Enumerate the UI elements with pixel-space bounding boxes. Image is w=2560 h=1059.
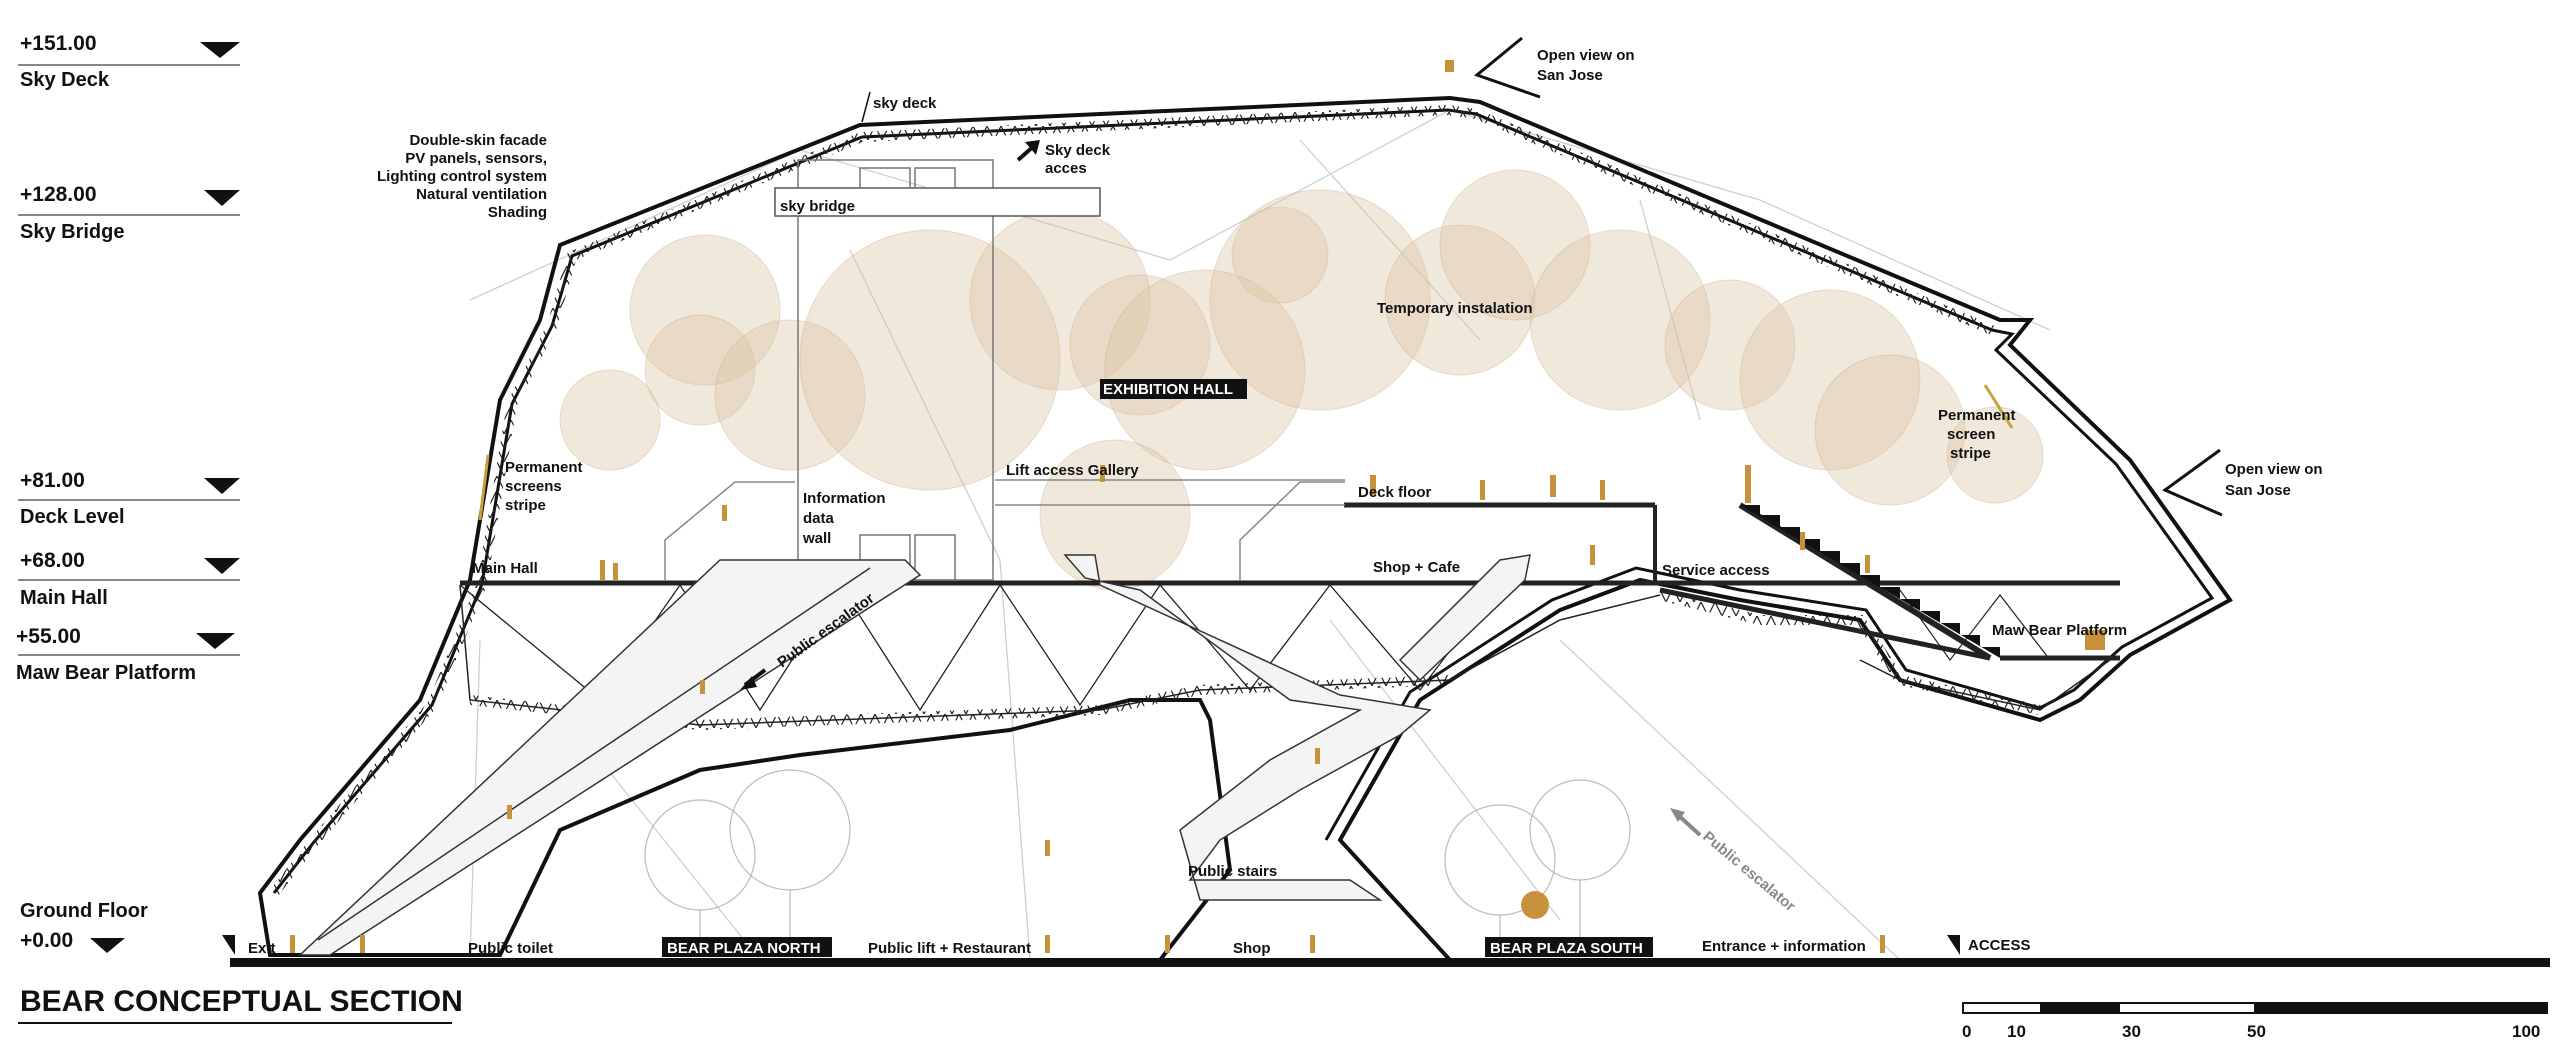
ground-line bbox=[230, 958, 2550, 967]
label-sky-deck-access-2: acces bbox=[1045, 160, 1087, 177]
label-open-view-right-1: Open view on bbox=[2225, 461, 2323, 478]
lift-core bbox=[664, 91, 1345, 581]
people-figures bbox=[290, 60, 2105, 953]
scale-tick-0: 0 bbox=[1962, 1022, 1971, 1041]
construction-lines bbox=[469, 109, 2051, 961]
label-bear-plaza-south: BEAR PLAZA SOUTH bbox=[1490, 940, 1643, 957]
label-shop-cafe: Shop + Cafe bbox=[1373, 559, 1460, 576]
label-open-view-top-2: San Jose bbox=[1537, 67, 1603, 84]
label-public-lift-restaurant: Public lift + Restaurant bbox=[868, 940, 1031, 957]
label-lift-access-gallery: Lift access Gallery bbox=[1006, 462, 1139, 479]
label-deck-floor: Deck floor bbox=[1358, 484, 1432, 501]
scale-tick-10: 10 bbox=[2007, 1022, 2026, 1041]
level-name-deck: Deck Level bbox=[20, 506, 125, 528]
label-permanent-screens-2: screens bbox=[505, 478, 562, 495]
scale-tick-50: 50 bbox=[2247, 1022, 2266, 1041]
label-sky-deck: sky deck bbox=[873, 95, 937, 112]
level-value-ground: +0.00 bbox=[20, 929, 73, 952]
level-name-maw-platform: Maw Bear Platform bbox=[16, 662, 196, 684]
label-permanent-screens-3: stripe bbox=[505, 497, 546, 514]
screen-stripe-left bbox=[478, 454, 490, 521]
svg-text:Lighting control system: Lighting control system bbox=[377, 168, 547, 185]
label-boxes bbox=[662, 379, 1653, 957]
escalators bbox=[298, 554, 1531, 956]
label-main-hall: Main Hall bbox=[472, 560, 538, 577]
label-permanent-screen-right-3: stripe bbox=[1950, 445, 1991, 462]
label-public-escalator-lower: Public escalator bbox=[1699, 828, 1798, 915]
scale-tick-100: 100 bbox=[2512, 1022, 2540, 1041]
label-sky-bridge: sky bridge bbox=[780, 198, 855, 215]
label-permanent-screens-1: Permanent bbox=[505, 459, 583, 476]
label-information-2: data bbox=[803, 510, 835, 527]
label-open-view-top-1: Open view on bbox=[1537, 47, 1635, 64]
highlight-figure bbox=[1521, 891, 1549, 919]
scale-bar bbox=[1962, 1002, 2548, 1014]
label-temporary-installation: Temporary instalation bbox=[1377, 300, 1533, 317]
plaza-trees bbox=[644, 769, 1631, 955]
label-maw-bear-platform: Maw Bear Platform bbox=[1992, 622, 2127, 639]
level-value-main-hall: +68.00 bbox=[20, 549, 85, 572]
level-value-deck: +81.00 bbox=[20, 469, 85, 492]
screen-stripe-right bbox=[1983, 384, 2014, 429]
label-public-stairs: Public stairs bbox=[1188, 863, 1277, 880]
label-information-1: Information bbox=[803, 490, 886, 507]
level-value-sky-deck: +151.00 bbox=[20, 32, 97, 55]
level-value-sky-bridge: +128.00 bbox=[20, 183, 97, 206]
installation-bubbles bbox=[559, 169, 2044, 591]
label-sky-deck-access-1: Sky deck bbox=[1045, 142, 1111, 159]
level-name-main-hall: Main Hall bbox=[20, 587, 108, 609]
label-access: ACCESS bbox=[1968, 937, 2031, 954]
svg-text:Shading: Shading bbox=[488, 204, 547, 221]
label-information-3: wall bbox=[802, 530, 831, 547]
page-title: BEAR CONCEPTUAL SECTION bbox=[20, 985, 463, 1018]
level-name-sky-bridge: Sky Bridge bbox=[20, 221, 124, 243]
label-permanent-screen-right-2: screen bbox=[1947, 426, 1995, 443]
level-name-sky-deck: Sky Deck bbox=[20, 69, 110, 91]
label-exhibition-hall: EXHIBITION HALL bbox=[1103, 381, 1233, 398]
label-entrance-information: Entrance + information bbox=[1702, 938, 1866, 955]
svg-text:Natural ventilation: Natural ventilation bbox=[416, 186, 547, 203]
level-name-ground: Ground Floor bbox=[20, 900, 148, 922]
svg-text:PV panels, sensors,: PV panels, sensors, bbox=[405, 150, 547, 167]
label-exit: Exit bbox=[248, 940, 276, 957]
label-permanent-screen-right-1: Permanent bbox=[1938, 407, 2016, 424]
label-shop: Shop bbox=[1233, 940, 1271, 957]
label-open-view-right-2: San Jose bbox=[2225, 482, 2291, 499]
level-value-maw-platform: +55.00 bbox=[16, 625, 81, 648]
direction-arrows bbox=[222, 140, 1960, 955]
label-public-toilet: Public toilet bbox=[468, 940, 553, 957]
facade-note: Double-skin facade PV panels, sensors, L… bbox=[377, 132, 547, 221]
label-bear-plaza-north: BEAR PLAZA NORTH bbox=[667, 940, 821, 957]
label-service-access: Service access bbox=[1662, 562, 1770, 579]
level-markers bbox=[18, 42, 240, 953]
scale-tick-30: 30 bbox=[2122, 1022, 2141, 1041]
svg-text:Double-skin facade: Double-skin facade bbox=[409, 132, 547, 149]
view-arrows bbox=[1473, 36, 2223, 517]
